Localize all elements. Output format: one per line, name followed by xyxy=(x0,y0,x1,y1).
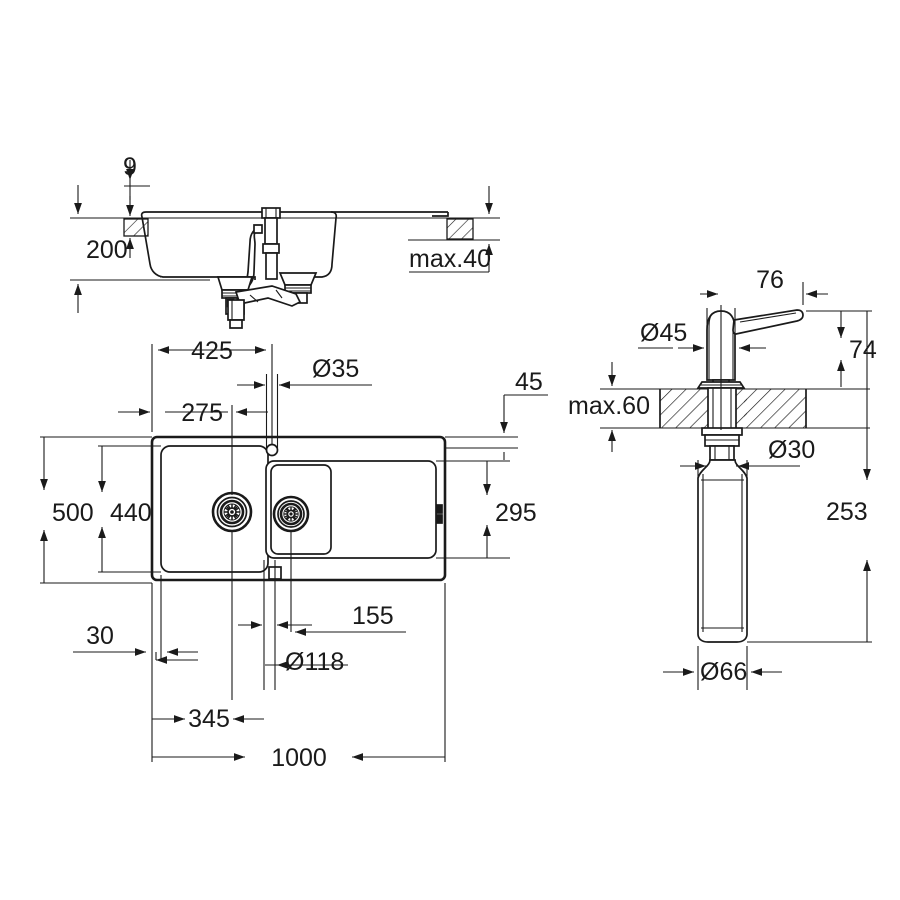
dimension-max-worktop-40: max.40 xyxy=(409,186,493,273)
worktop-left-section xyxy=(123,218,149,237)
dimension-1000: 1000 xyxy=(152,744,445,772)
dimension-345: 345 xyxy=(152,705,264,733)
dimension-label-74: 74 xyxy=(849,336,877,364)
sink-top-view: 425 Ø35 275 45 500 xyxy=(40,337,548,772)
dimension-275: 275 xyxy=(118,399,268,427)
dimension-155: 155 xyxy=(295,602,406,636)
dimension-label-200: 200 xyxy=(86,236,128,264)
dimension-label-d30: Ø30 xyxy=(768,436,815,464)
soap-dispenser-elevation-view: 76 Ø45 74 max.60 Ø30 xyxy=(568,266,877,690)
dimension-diameter-118: Ø118 xyxy=(238,621,348,676)
left-drain-strainer xyxy=(211,491,253,533)
dimension-label-1000: 1000 xyxy=(271,744,327,772)
dimension-253: 253 xyxy=(826,311,871,642)
dispenser-shank xyxy=(701,387,743,461)
plan-extension-lines xyxy=(40,344,518,762)
dimension-label-155: 155 xyxy=(352,602,394,630)
dimension-76: 76 xyxy=(700,266,828,298)
worktop-right-section xyxy=(446,218,474,240)
sink-cross-section-view: 9 200 max.40 xyxy=(70,153,500,329)
dimension-label-425: 425 xyxy=(191,337,233,365)
dimension-label-d66: Ø66 xyxy=(700,658,747,686)
dimension-worktop-thickness: 9 xyxy=(123,153,150,258)
dimension-label-45: 45 xyxy=(515,368,543,396)
dispenser-bottle xyxy=(697,459,748,643)
dimension-diameter-45: Ø45 xyxy=(638,319,766,352)
dimension-label-440: 440 xyxy=(110,499,152,527)
dimension-label-9: 9 xyxy=(123,153,137,181)
dimension-max-60: max.60 xyxy=(568,362,650,452)
dimension-sink-depth: 200 xyxy=(74,185,128,313)
dimension-diameter-30: Ø30 xyxy=(681,436,815,470)
dimension-label-30: 30 xyxy=(86,622,114,650)
dimension-74: 74 xyxy=(837,311,877,387)
dimension-30: 30 xyxy=(73,622,198,664)
dimension-label-295: 295 xyxy=(495,499,537,527)
dimension-label-76: 76 xyxy=(756,266,784,294)
dimension-diameter-66: Ø66 xyxy=(663,658,782,686)
dimension-label-d45: Ø45 xyxy=(640,319,687,347)
dimension-425: 425 xyxy=(158,337,266,365)
dimension-45: 45 xyxy=(500,368,548,460)
dimension-label-253: 253 xyxy=(826,498,868,526)
dimension-label-275: 275 xyxy=(181,399,223,427)
dimension-label-d35: Ø35 xyxy=(312,355,359,383)
dimension-295: 295 xyxy=(483,461,537,558)
dimension-label-345: 345 xyxy=(188,705,230,733)
waste-plumbing-assembly xyxy=(216,207,318,329)
dimension-diameter-35: Ø35 xyxy=(237,355,372,389)
right-drain-strainer xyxy=(272,495,310,533)
dimension-440: 440 xyxy=(98,446,152,572)
dimension-label-500: 500 xyxy=(52,499,94,527)
tap-hole xyxy=(265,443,279,457)
overflow-slot xyxy=(436,504,443,524)
dimension-label-max40: max.40 xyxy=(409,245,491,273)
dimension-500: 500 xyxy=(40,437,94,583)
dimension-label-max60: max.60 xyxy=(568,392,650,420)
dimension-label-d118: Ø118 xyxy=(285,648,344,676)
sink-body-profile xyxy=(140,211,449,280)
